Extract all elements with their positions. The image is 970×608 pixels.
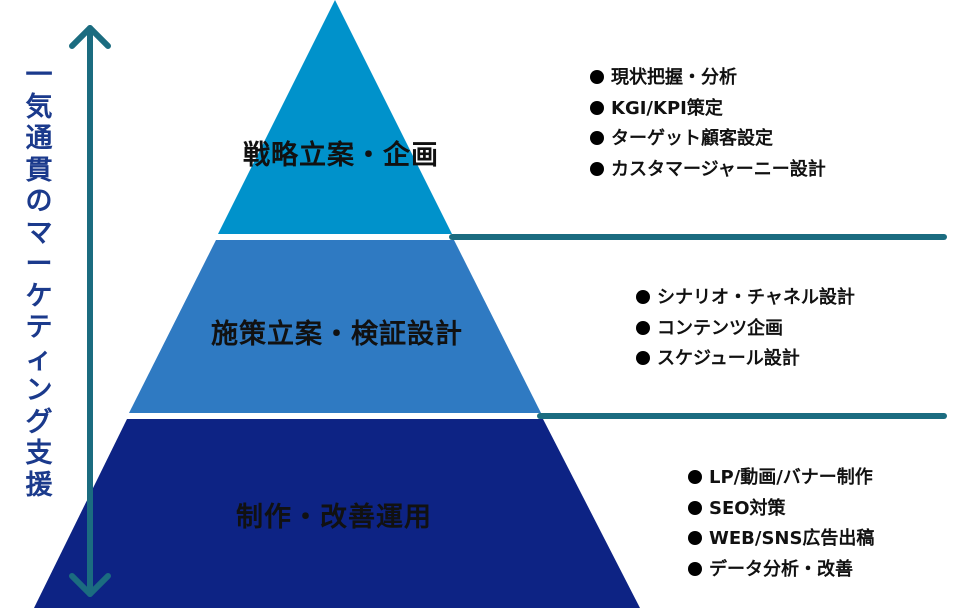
bullet-icon [590,100,604,115]
vertical-label-char: 通 [25,123,53,154]
bullet-icon [636,320,650,335]
tier-top-shape [218,0,452,234]
list-item: KGI/KPI策定 [590,94,826,125]
double-arrow-icon [69,25,111,597]
bullet-icon [590,131,604,145]
vertical-label-char: 支 [25,438,53,469]
list-item: SEO対策 [688,494,874,525]
bullet-list-measures: シナリオ・チャネル設計 コンテンツ企画 スケジュール設計 [636,283,855,375]
vertical-label-char: 一 [25,60,53,91]
tier-title-production: 制作・改善運用 [236,502,432,533]
vertical-label-char: マ [25,217,53,249]
list-item: コンテンツ企画 [636,314,855,345]
tier-title-measures: 施策立案・検証設計 [211,319,463,350]
vertical-label-char: ィ [25,343,53,375]
bullet-list-production: LP/動画/バナー制作 SEO対策 WEB/SNS広告出稿 データ分析・改善 [688,463,874,585]
tier-middle-shape [129,240,541,413]
vertical-label-char: 貫 [25,154,53,186]
list-item: ターゲット顧客設定 [590,124,826,155]
vertical-label-char: テ [25,312,53,343]
list-item: スケジュール設計 [636,344,855,375]
list-item: LP/動画/バナー制作 [688,463,874,494]
bullet-icon [688,531,702,545]
vertical-label-char: グ [25,406,53,438]
bullet-list-strategy: 現状把握・分析 KGI/KPI策定 ターゲット顧客設定 カスタマージャーニー設計 [590,63,826,185]
vertical-label: 一気通貫のマーケティング支援 [22,60,56,501]
list-item: データ分析・改善 [688,555,874,586]
list-item: 現状把握・分析 [590,63,826,94]
vertical-label-char: 気 [25,91,53,123]
list-item: WEB/SNS広告出稿 [688,524,874,555]
bullet-icon [688,561,702,576]
bullet-icon [636,290,650,304]
vertical-label-char: ン [25,375,53,406]
tier-title-strategy: 戦略立案・企画 [243,140,439,171]
bullet-icon [688,500,702,515]
vertical-label-char: ケ [25,280,53,312]
bullet-icon [688,470,702,484]
vertical-label-char: の [25,186,53,217]
vertical-label-char: 援 [25,469,53,501]
bullet-icon [636,351,650,365]
list-item: シナリオ・チャネル設計 [636,283,855,314]
tier-bottom-shape [34,419,640,608]
bullet-icon [590,161,604,176]
list-item: カスタマージャーニー設計 [590,155,826,186]
bullet-icon [590,70,604,84]
vertical-label-char: ー [25,249,53,280]
